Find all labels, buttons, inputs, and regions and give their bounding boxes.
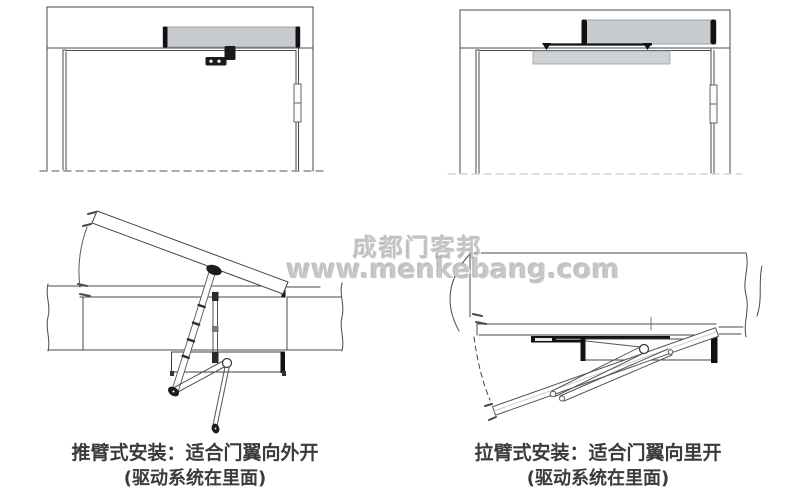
slide-rail-arm	[542, 43, 653, 50]
caption-push-arm: 推臂式安装：适合门翼向外开 (驱动系统在里面)	[25, 441, 365, 491]
door-leaf-open	[91, 210, 289, 295]
push-arm-plan-view-diagram	[46, 210, 344, 434]
push-arm-bracket	[205, 46, 236, 66]
slide-rail-front-view-diagram	[447, 9, 743, 175]
door-handle	[709, 84, 718, 124]
wall-break-arc-left	[449, 254, 470, 332]
door-pivot	[206, 264, 222, 276]
jamb-verticals	[82, 296, 288, 351]
arrow-left	[542, 43, 551, 50]
caption-push-line2: (驱动系统在里面)	[123, 468, 267, 489]
spindle-link	[212, 291, 219, 364]
swing-arc	[78, 226, 88, 288]
frame-hooks	[472, 313, 487, 325]
operator-unit	[162, 26, 301, 48]
wall-break-right	[744, 252, 748, 338]
door-end-hooks	[82, 211, 97, 227]
door-end-hooks	[484, 403, 497, 421]
watermark-brand: 成都门客邦	[353, 234, 483, 262]
door-frame-left	[62, 49, 67, 171]
push-arm-main	[171, 271, 216, 393]
pull-arm-plan-view-diagram	[449, 252, 763, 421]
wall-break-left	[46, 283, 50, 352]
door-frame-left	[475, 49, 480, 174]
scissor-arms	[168, 357, 233, 434]
caption-push-line1: 推臂式安装：适合门翼向外开	[71, 442, 319, 464]
slide-arm	[549, 340, 674, 402]
caption-pull-line2: (驱动系统在里面)	[526, 468, 670, 489]
door-handle	[293, 83, 302, 123]
arrow-right	[643, 43, 652, 50]
hinge-cap	[711, 334, 718, 363]
watermark-url: www.menkebang.com	[286, 254, 620, 285]
wall-right-of-hinge	[718, 326, 744, 335]
push-arm-front-view-diagram	[39, 6, 326, 172]
wall-break-right	[340, 282, 344, 352]
swing-arc-dashed	[473, 336, 491, 401]
operator-unit	[581, 19, 717, 45]
wall-outline	[459, 9, 731, 174]
arm-hatches	[181, 303, 206, 360]
caption-pull-line1: 拉臂式安装：适合门翼向里开	[474, 442, 722, 464]
caption-pull-arm: 拉臂式安装：适合门翼向里开 (驱动系统在里面)	[428, 441, 768, 491]
slide-channel	[532, 50, 671, 65]
wall-break-right-inner	[756, 265, 763, 317]
door-leaf-closed	[476, 316, 717, 336]
wall-outline	[46, 6, 314, 172]
